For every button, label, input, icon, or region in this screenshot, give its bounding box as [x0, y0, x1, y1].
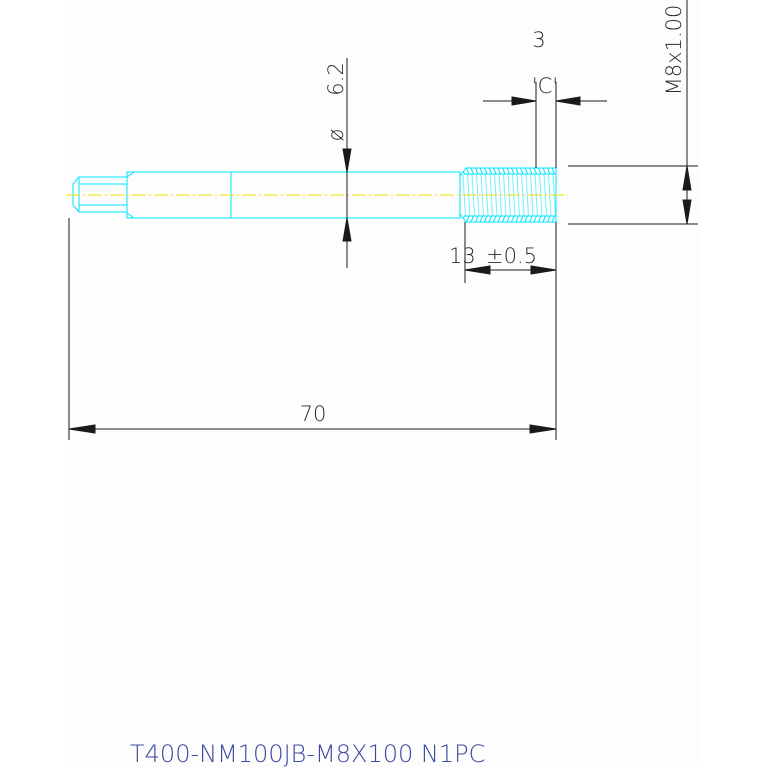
diameter-label: 6.2: [324, 62, 348, 95]
thread-crest-bottom: [488, 215, 492, 222]
thread-crest-top: [470, 168, 474, 175]
thread-crest-top: [488, 168, 492, 175]
thread-crest-top: [551, 168, 555, 175]
thread-crest-bottom: [520, 215, 524, 222]
thread-crest-bottom: [497, 215, 501, 222]
thread-crest-bottom: [542, 215, 546, 222]
thread-helix: [498, 173, 502, 217]
dimension-lines: [68, 0, 698, 440]
arrow-right: [529, 424, 557, 434]
thread-length-label: 13: [449, 244, 476, 268]
thread-crest-top: [542, 168, 546, 175]
thread-crest-bottom: [470, 215, 474, 222]
thread-helix: [480, 173, 484, 217]
thread-crest-top: [547, 168, 551, 175]
thread-crest-top: [515, 168, 519, 175]
thread-crests: [461, 168, 556, 222]
thread-crest-bottom: [515, 215, 519, 222]
thread-crest-top: [506, 168, 510, 175]
thread-crest-bottom: [547, 215, 551, 222]
thread-crest-top: [529, 168, 533, 175]
thread-crest-bottom: [475, 215, 479, 222]
paper-sheet: [66, 0, 700, 767]
diameter-dimension: [342, 58, 352, 268]
thread-crest-top: [502, 168, 506, 175]
thread-crest-top: [538, 168, 542, 175]
thread-crest-top: [484, 168, 488, 175]
thread-crest-bottom: [484, 215, 488, 222]
chamfer-dimension: [483, 82, 607, 168]
chamfer-letter-label: 'C': [532, 74, 558, 98]
overall-length-label: 70: [300, 402, 327, 426]
shank: [126, 171, 461, 219]
thread-crest-top: [493, 168, 497, 175]
thread-crest-bottom: [529, 215, 533, 222]
thread-helix: [476, 173, 480, 217]
thread-crest-bottom: [466, 215, 470, 222]
thread-size-label-group: M8x1.00: [662, 5, 686, 96]
part-number-title: T400-NM100JB-M8X100 N1PC: [130, 740, 485, 767]
thread-crest-bottom: [524, 215, 528, 222]
thread-crest-bottom: [502, 215, 506, 222]
thread-size-dimension: [568, 0, 698, 225]
thread-crest-top: [479, 168, 483, 175]
thread-crest-bottom: [506, 215, 510, 222]
thread-crest-top: [524, 168, 528, 175]
thread-crest-bottom: [533, 215, 537, 222]
diameter-symbol: ø: [324, 129, 348, 142]
thread-crest-top: [511, 168, 515, 175]
thread-helix: [525, 173, 529, 217]
thread-crest-bottom: [538, 215, 542, 222]
thread-crest-top: [497, 168, 501, 175]
thread-helix: [503, 173, 507, 217]
thread-tolerance-label: ±0.5: [486, 244, 537, 268]
thread-crest-bottom: [511, 215, 515, 222]
diameter-label-group: ø 6.2: [324, 62, 348, 141]
thread-size-label: M8x1.00: [662, 5, 686, 96]
thread-crest-bottom: [551, 215, 555, 222]
thread-crest-top: [533, 168, 537, 175]
thread-crest-bottom: [493, 215, 497, 222]
overall-length-dimension: [68, 218, 557, 440]
thread-helix: [521, 173, 525, 217]
thread-crest-top: [475, 168, 479, 175]
thread-crest-bottom: [479, 215, 483, 222]
thread-helix: [548, 173, 552, 217]
thread-length-dimension: [464, 222, 557, 283]
arrow-left: [68, 424, 96, 434]
thread-crest-top: [520, 168, 524, 175]
thread-crest-top: [466, 168, 470, 175]
chamfer-count-label: 3: [532, 28, 545, 52]
